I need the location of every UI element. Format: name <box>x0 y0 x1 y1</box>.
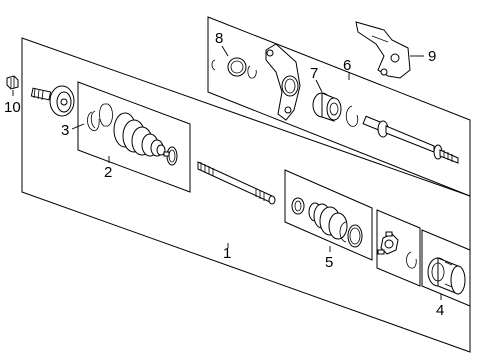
bearing-seal-part <box>227 57 247 77</box>
panel-intermediate-shaft <box>207 16 471 197</box>
axle-shaft-part <box>197 161 276 205</box>
leader-3 <box>71 123 85 130</box>
bearing-circlip-part <box>345 105 359 127</box>
boot-clamp-inner-part <box>347 224 363 248</box>
subpanel-inner-joint-housing <box>421 229 471 307</box>
inner-joint-housing-part <box>427 257 466 295</box>
leader-8 <box>221 45 229 57</box>
callout-3: 3 <box>61 122 69 139</box>
callout-8: 8 <box>215 30 223 47</box>
circlip-part <box>406 251 417 269</box>
subpanel-inner-joint-parts <box>376 209 421 287</box>
subpanel-inner-boot <box>284 169 373 261</box>
callout-1: 1 <box>223 245 231 262</box>
callout-6: 6 <box>343 57 351 74</box>
intermediate-shaft-part <box>362 115 459 164</box>
callout-5: 5 <box>325 254 333 271</box>
callout-2: 2 <box>104 164 112 181</box>
callout-9: 9 <box>428 48 436 65</box>
snap-ring-part-2 <box>247 65 257 79</box>
boot-clamp-small-part <box>87 110 100 132</box>
nut-part <box>6 75 19 90</box>
snap-ring-part <box>211 59 216 71</box>
boot-clamp-outer-part <box>163 146 178 166</box>
callout-7: 7 <box>310 65 318 82</box>
tripod-joint-part <box>377 231 399 255</box>
leader-7 <box>315 79 323 93</box>
mounting-bracket-part <box>355 21 411 79</box>
subpanel-outer-boot <box>77 81 191 193</box>
callout-10: 10 <box>4 99 21 116</box>
outer-boot-part <box>99 103 166 157</box>
callout-4: 4 <box>436 302 444 319</box>
outer-cv-joint-part <box>30 85 75 117</box>
bearing-support-bracket-part <box>265 43 301 121</box>
inner-boot-part <box>291 197 348 243</box>
bearing-part <box>312 92 342 122</box>
panel-axle-assembly <box>21 37 471 353</box>
